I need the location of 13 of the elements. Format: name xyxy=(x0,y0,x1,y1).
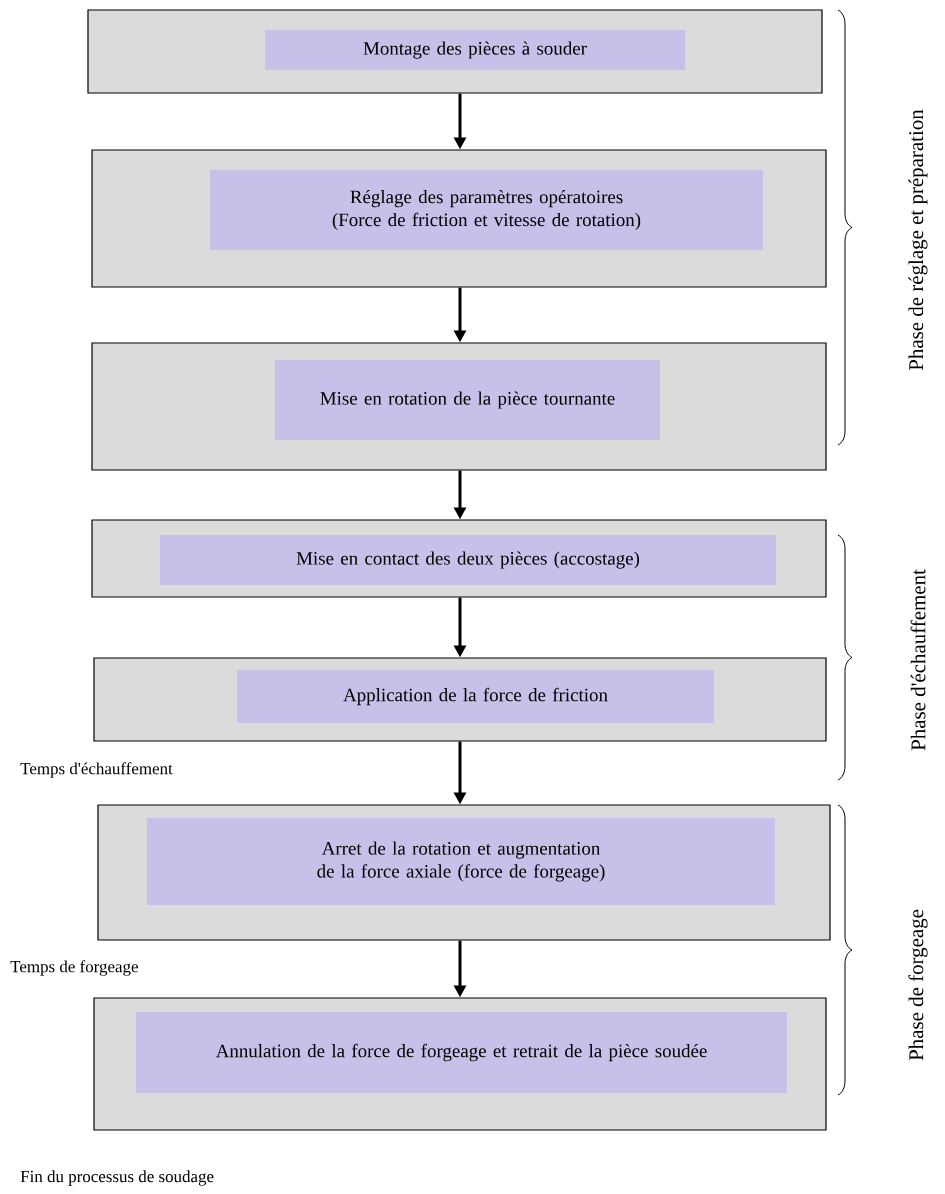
time-label: Fin du processus de soudage xyxy=(20,1170,214,1186)
phase-label: Phase d'échauffement xyxy=(910,569,926,751)
process-box: Réglage des paramètres opératoires (Force de friction et vitesse de rotation) xyxy=(91,149,827,288)
time-label: Temps d'échauffement xyxy=(20,762,173,778)
phase-label: Phase de réglage et préparation xyxy=(908,109,928,371)
process-box: Annulation de la force de forgeage et retrait de la pièce soudée xyxy=(93,997,827,1131)
phase-label: Phase de forgeage xyxy=(908,909,928,1061)
process-box: Arret de la rotation et augmentation de la force axiale (force de forgeage) xyxy=(97,804,831,941)
process-box: Application de la force de friction xyxy=(93,657,827,742)
process-box: Mise en contact des deux pièces (accostage) xyxy=(91,519,827,598)
time-label: Temps de forgeage xyxy=(10,960,138,976)
process-box: Montage des pièces à souder xyxy=(87,9,823,94)
process-box: Mise en rotation de la pièce tournante xyxy=(91,342,827,471)
